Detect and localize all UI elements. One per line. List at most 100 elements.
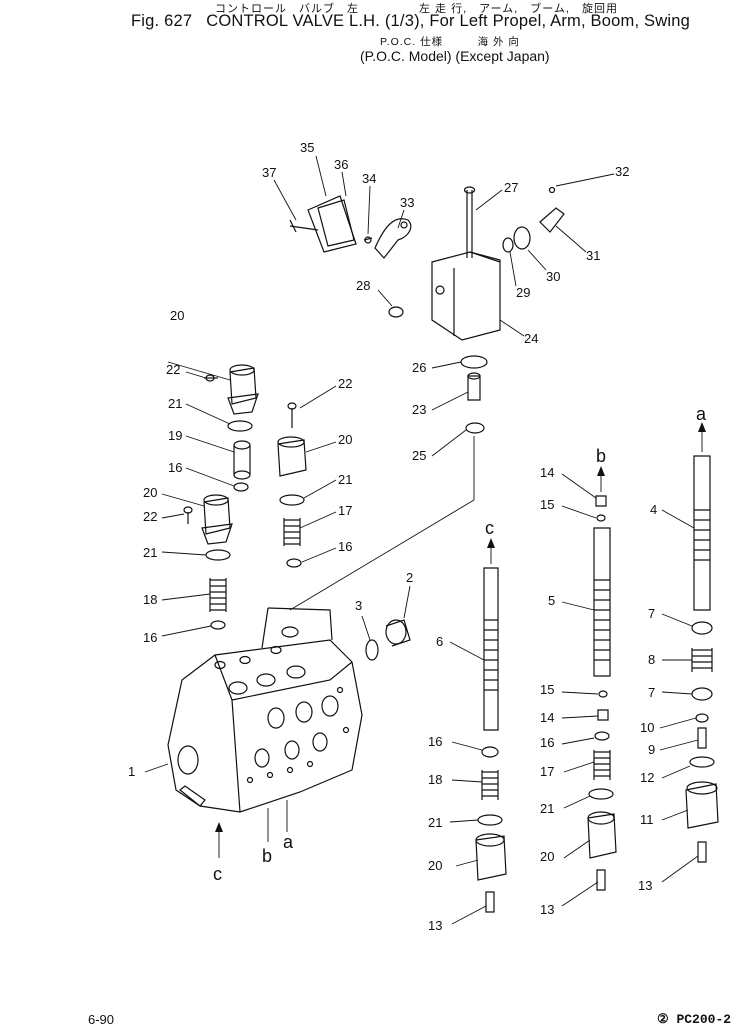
solenoid-valve-upper-left bbox=[204, 364, 259, 415]
port-letter-c: c bbox=[485, 518, 494, 538]
part-label: 37 bbox=[262, 165, 276, 180]
seat-25 bbox=[465, 422, 485, 434]
part-label: 4 bbox=[650, 502, 657, 517]
part-label: 17 bbox=[540, 764, 554, 779]
part-label: 33 bbox=[400, 195, 414, 210]
ring-15-bottom bbox=[598, 690, 608, 698]
bolt-13-col-b bbox=[596, 869, 606, 891]
model-code: ② PC200-2 bbox=[657, 1012, 732, 1027]
part-label: 2 bbox=[406, 570, 413, 585]
japanese-spec-line: P.O.C. 仕様 海 外 向 bbox=[380, 36, 520, 48]
seat-16-col-b bbox=[594, 731, 610, 741]
part-label: 36 bbox=[334, 157, 348, 172]
part-label: 7 bbox=[648, 606, 655, 621]
cap-11 bbox=[685, 781, 719, 829]
spool-4 bbox=[693, 455, 711, 611]
part-label: 20 bbox=[428, 858, 442, 873]
seat-16-center bbox=[286, 558, 302, 568]
part-label: 16 bbox=[143, 630, 157, 645]
part-label: 13 bbox=[540, 902, 554, 917]
o-ring-21-upper-left bbox=[227, 420, 253, 432]
o-ring-21-col-c bbox=[477, 814, 503, 826]
bolt-13-col-a bbox=[697, 841, 707, 863]
part-label: 20 bbox=[540, 849, 554, 864]
part-label: 8 bbox=[648, 652, 655, 667]
cap-20-col-b bbox=[587, 811, 617, 859]
part-label: 30 bbox=[546, 269, 560, 284]
part-label: 32 bbox=[615, 164, 629, 179]
part-label: 16 bbox=[428, 734, 442, 749]
o-ring-21-col-b bbox=[588, 788, 614, 800]
port-letter-b: b bbox=[596, 446, 606, 466]
leader-25-to-body bbox=[289, 436, 475, 611]
o-ring-26 bbox=[460, 355, 488, 369]
cap-20-col-c bbox=[475, 833, 507, 881]
part-label: 18 bbox=[143, 592, 157, 607]
spring-17-col-b bbox=[593, 750, 611, 780]
cover-assembly bbox=[289, 186, 565, 341]
part-label: 21 bbox=[428, 815, 442, 830]
spool-6 bbox=[483, 567, 499, 731]
part-label: 35 bbox=[300, 140, 314, 155]
check-valve-14-bottom bbox=[597, 709, 609, 721]
part-label: 20 bbox=[143, 485, 157, 500]
washer-10 bbox=[695, 713, 709, 723]
part-label: 29 bbox=[516, 285, 530, 300]
part-label: 26 bbox=[412, 360, 426, 375]
arrow-c-top bbox=[487, 538, 495, 564]
part-label: 6 bbox=[436, 634, 443, 649]
part-label: 14 bbox=[540, 710, 554, 725]
part-label: 13 bbox=[638, 878, 652, 893]
port-letter-c: c bbox=[213, 864, 222, 884]
part-label: 17 bbox=[338, 503, 352, 518]
part-label: 24 bbox=[524, 331, 538, 346]
arrow-b-top bbox=[597, 466, 605, 492]
port-letters: a b c a b c bbox=[213, 404, 707, 884]
part-label: 11 bbox=[640, 812, 654, 827]
part-label: 5 bbox=[548, 593, 555, 608]
leader-lines bbox=[144, 155, 699, 925]
part-label: 1 bbox=[128, 764, 135, 779]
retainer-7-bottom bbox=[691, 687, 713, 701]
part-label: 21 bbox=[168, 396, 182, 411]
part-label: 19 bbox=[168, 428, 182, 443]
part-label: 15 bbox=[540, 497, 554, 512]
part-label: 23 bbox=[412, 402, 426, 417]
part-label: 20 bbox=[170, 308, 184, 323]
o-ring-21-center bbox=[279, 494, 305, 506]
part-label: 12 bbox=[640, 770, 654, 785]
part-label: 21 bbox=[540, 801, 554, 816]
port-letter-a: a bbox=[696, 404, 707, 424]
figure-number: Fig. 627 bbox=[131, 12, 193, 30]
part-label: 20 bbox=[338, 432, 352, 447]
part-label: 21 bbox=[143, 545, 157, 560]
part-label: 34 bbox=[362, 171, 376, 186]
part-labels: 1 2 3 4 5 6 7 7 8 9 10 11 12 13 13 13 14… bbox=[128, 140, 657, 933]
o-ring-12 bbox=[689, 756, 715, 768]
seat-16-col-c bbox=[481, 746, 499, 758]
arrow-a-top bbox=[698, 422, 706, 452]
arrow-c-bottom bbox=[215, 822, 223, 858]
plug-2 bbox=[385, 619, 411, 647]
retainer-7-top bbox=[691, 621, 713, 635]
ring-15-top bbox=[596, 514, 606, 522]
spring-18-left bbox=[209, 578, 227, 612]
part-label: 15 bbox=[540, 682, 554, 697]
spacer-19 bbox=[233, 440, 251, 480]
part-label: 16 bbox=[168, 460, 182, 475]
seat-16-lower-left bbox=[210, 620, 226, 630]
part-label: 10 bbox=[640, 720, 654, 735]
plug-23 bbox=[467, 372, 481, 401]
part-label: 22 bbox=[143, 509, 157, 524]
part-label: 13 bbox=[428, 918, 442, 933]
part-label: 14 bbox=[540, 465, 554, 480]
part-label: 7 bbox=[648, 685, 655, 700]
valve-body bbox=[167, 607, 363, 813]
part-label: 27 bbox=[504, 180, 518, 195]
bolt-9 bbox=[697, 727, 707, 749]
part-label: 22 bbox=[338, 376, 352, 391]
page-number: 6-90 bbox=[88, 1012, 115, 1027]
part-label: 22 bbox=[166, 362, 180, 377]
